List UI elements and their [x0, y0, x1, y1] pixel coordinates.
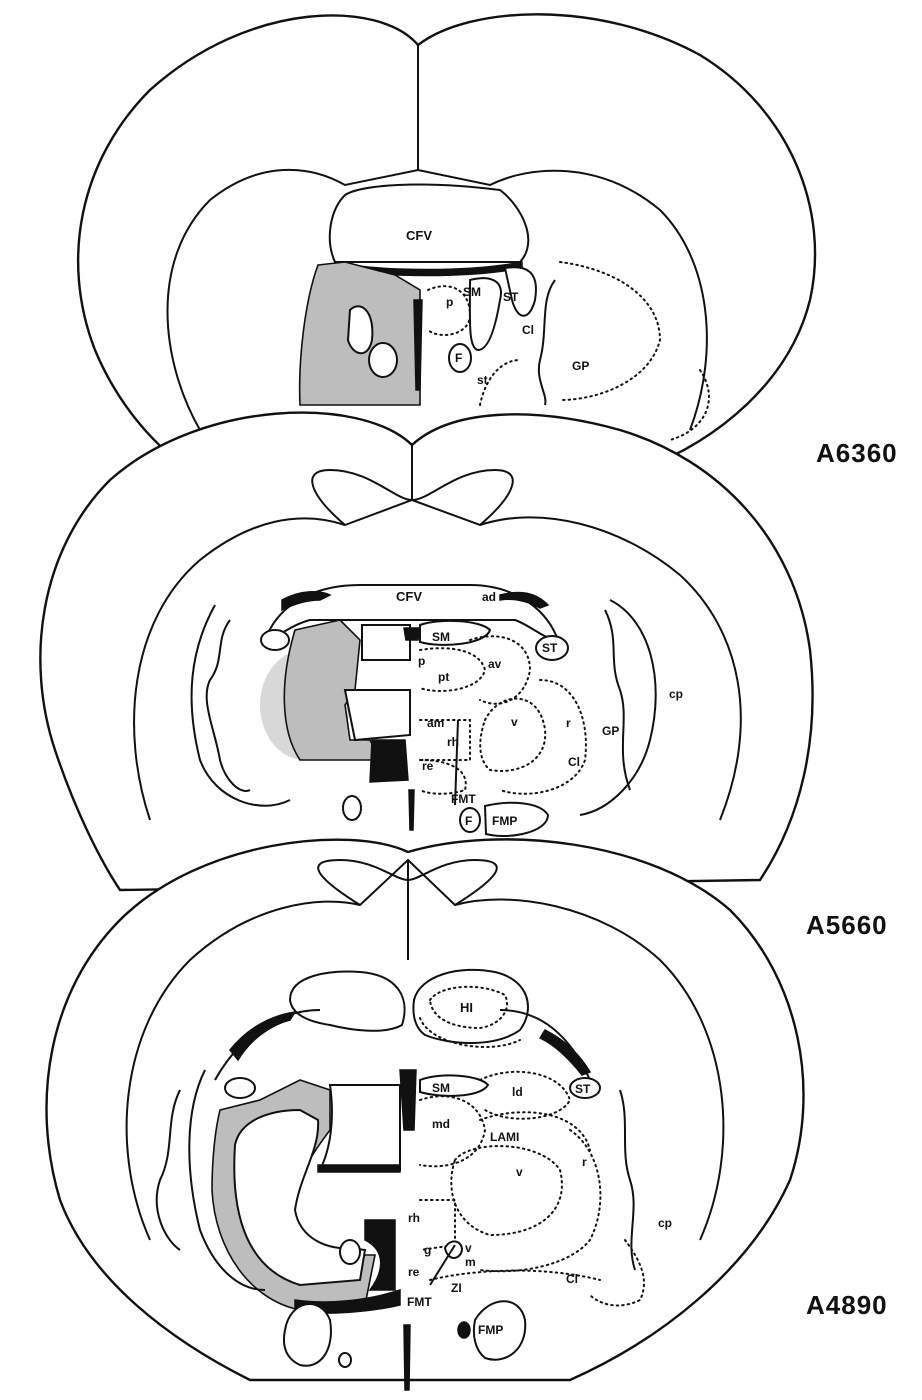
label-a4890-v-small: v — [465, 1241, 472, 1255]
label-a5660-ad: ad — [482, 590, 496, 604]
label-a5660-re: re — [422, 759, 434, 773]
label-a4890-v: v — [516, 1165, 523, 1179]
label-a6360-f: F — [455, 351, 462, 365]
section-a4890-midline-low — [404, 1325, 410, 1390]
label-a4890-cl: Cl — [566, 1272, 578, 1286]
section-a4890-f — [458, 1322, 470, 1338]
section-a4890: HI SM ld ST p v md LAMI v r rh cp g v m … — [47, 839, 888, 1390]
label-a6360-p: p — [446, 295, 453, 309]
label-a4890-re: re — [408, 1265, 420, 1279]
label-a5660-r: r — [566, 716, 571, 730]
section-label-a4890: A4890 — [806, 1290, 888, 1320]
label-a5660-sm: SM — [432, 630, 450, 644]
label-a6360-sm: SM — [463, 285, 481, 299]
section-a4890-left-st — [225, 1078, 255, 1098]
label-a5660-cp: cp — [669, 687, 683, 701]
label-a4890-lami: LAMI — [490, 1130, 519, 1144]
label-a4890-st: ST — [575, 1082, 591, 1096]
label-a5660-v: v — [511, 715, 518, 729]
section-a6360-left-fornix — [369, 343, 397, 377]
label-a4890-fmt: FMT — [407, 1295, 432, 1309]
label-a6360-gp: GP — [572, 359, 589, 373]
label-a4890-g: g — [424, 1243, 431, 1257]
label-a4890-hi: HI — [460, 1000, 473, 1015]
section-a5660-midline-dark — [404, 628, 420, 640]
label-a4890-zi: ZI — [451, 1281, 462, 1295]
section-a6360-cfv — [330, 185, 528, 262]
label-a4890-sm: SM — [432, 1081, 450, 1095]
label-a5660-f: F — [465, 814, 472, 828]
label-a4890-rh: rh — [408, 1211, 420, 1225]
section-a4890-md-bar — [318, 1165, 400, 1172]
section-a5660-left-st — [261, 630, 289, 650]
section-a4890-sm — [420, 1075, 488, 1095]
label-a4890-p: p — [406, 1100, 413, 1114]
section-a4890-left-small-oval — [339, 1353, 351, 1367]
section-a4890-left-md-box — [320, 1085, 400, 1170]
label-a5660-st: ST — [542, 641, 558, 655]
label-a5660-rh: rh — [447, 735, 459, 749]
label-a5660-fmt: FMT — [451, 792, 476, 806]
section-a6360-midline-dark — [414, 300, 422, 390]
label-a4890-fmp: FMP — [478, 1323, 503, 1337]
section-a5660-outline — [40, 413, 812, 890]
section-a4890-left-cerebral-peduncle — [284, 1304, 331, 1366]
label-a6360-cfv: CFV — [406, 228, 432, 243]
label-a4890-cp: cp — [658, 1216, 672, 1230]
label-a5660-cfv: CFV — [396, 589, 422, 604]
label-a5660-gp: GP — [602, 724, 619, 738]
label-a5660-fmp: FMP — [492, 814, 517, 828]
section-a4890-left-f — [340, 1240, 360, 1264]
section-a5660-midline-low — [409, 790, 414, 830]
label-a5660-pt: pt — [438, 670, 449, 684]
section-a5660-left-f — [343, 796, 361, 820]
label-a4890-m: m — [465, 1255, 476, 1269]
label-a5660-cl: Cl — [568, 755, 580, 769]
label-a5660-p: p — [418, 654, 425, 668]
label-a6360-cl: Cl — [522, 323, 534, 337]
label-a5660-am: am — [427, 716, 444, 730]
label-a6360-st-lower: st — [477, 373, 488, 387]
label-a4890-r: r — [582, 1155, 587, 1169]
section-a5660-left-sm-box — [362, 625, 410, 660]
section-label-a5660: A5660 — [806, 910, 888, 940]
label-a4890-md: md — [432, 1117, 450, 1131]
section-a6360-left-sm — [348, 306, 372, 353]
section-label-a6360: A6360 — [816, 438, 898, 468]
label-a4890-v-left: v — [406, 1115, 413, 1129]
label-a5660-av: av — [488, 657, 502, 671]
section-a6360: CFV SM ST p Cl GP F st A6360 — [78, 14, 897, 470]
section-a5660-am-white — [345, 690, 410, 740]
label-a4890-ld: ld — [512, 1085, 523, 1099]
section-a5660-re-dark — [370, 740, 408, 782]
label-a6360-st: ST — [503, 290, 519, 304]
